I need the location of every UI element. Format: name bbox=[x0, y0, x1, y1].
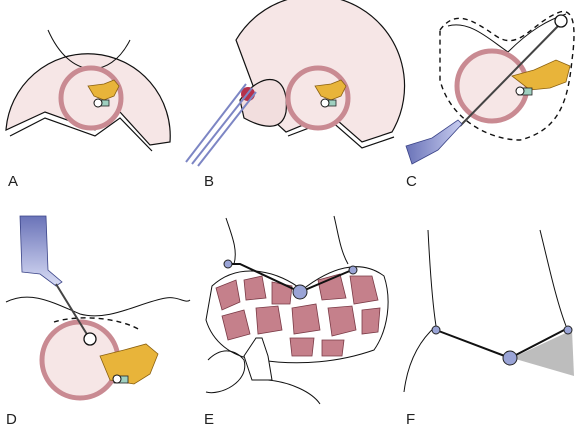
bead-left bbox=[223, 259, 233, 269]
bead-center bbox=[502, 350, 518, 366]
panel-label-e: E bbox=[204, 411, 214, 428]
panel-label-f: F bbox=[406, 411, 415, 428]
incision-dashed bbox=[53, 317, 141, 331]
panel-c: C bbox=[405, 10, 575, 190]
incision-line bbox=[9, 117, 153, 152]
lower-structure bbox=[205, 350, 321, 405]
panel-d: D bbox=[5, 215, 191, 428]
tympanic-membrane bbox=[58, 65, 124, 131]
incus-icon bbox=[511, 59, 571, 91]
panel-a: A bbox=[5, 29, 171, 190]
oval-window-icon bbox=[112, 374, 122, 384]
canal-wall-left bbox=[225, 217, 236, 265]
incus-icon bbox=[87, 79, 120, 101]
oval-window-icon bbox=[515, 86, 525, 96]
canal-wall-right bbox=[333, 215, 349, 265]
shadow-wedge bbox=[512, 330, 574, 376]
instrument-shaft bbox=[459, 23, 561, 127]
instrument-shaft bbox=[55, 283, 89, 337]
bead-right bbox=[563, 325, 573, 335]
instrument-handle bbox=[405, 119, 463, 165]
graft-line bbox=[228, 263, 353, 294]
tympanic-membrane bbox=[285, 65, 351, 131]
panel-label-b: B bbox=[204, 173, 214, 190]
tympanic-membrane bbox=[454, 48, 530, 124]
incision-outline-dashed bbox=[439, 10, 575, 141]
instrument-tip bbox=[554, 14, 568, 28]
bead-left bbox=[431, 325, 441, 335]
instrument-handle bbox=[19, 215, 63, 287]
forceps-icon bbox=[185, 83, 257, 167]
canal-wall bbox=[5, 296, 191, 317]
panel-label-a: A bbox=[8, 173, 18, 190]
panel-b: B bbox=[185, 0, 406, 190]
ossicle-structure bbox=[243, 337, 273, 381]
bead-center bbox=[292, 284, 308, 300]
oval-window-icon bbox=[320, 98, 330, 108]
bead-right bbox=[348, 265, 358, 275]
panel-label-d: D bbox=[6, 411, 17, 428]
instrument-tip bbox=[83, 332, 97, 346]
canal-fold bbox=[447, 13, 567, 53]
incus-icon bbox=[314, 79, 347, 101]
canal-wall-left bbox=[403, 229, 437, 393]
panel-e: E bbox=[204, 215, 389, 428]
canal-wall-right bbox=[539, 229, 567, 327]
oval-window-icon bbox=[93, 98, 103, 108]
mastoid-cells bbox=[215, 273, 381, 357]
panel-f: F bbox=[403, 229, 574, 428]
panel-label-c: C bbox=[406, 173, 417, 190]
